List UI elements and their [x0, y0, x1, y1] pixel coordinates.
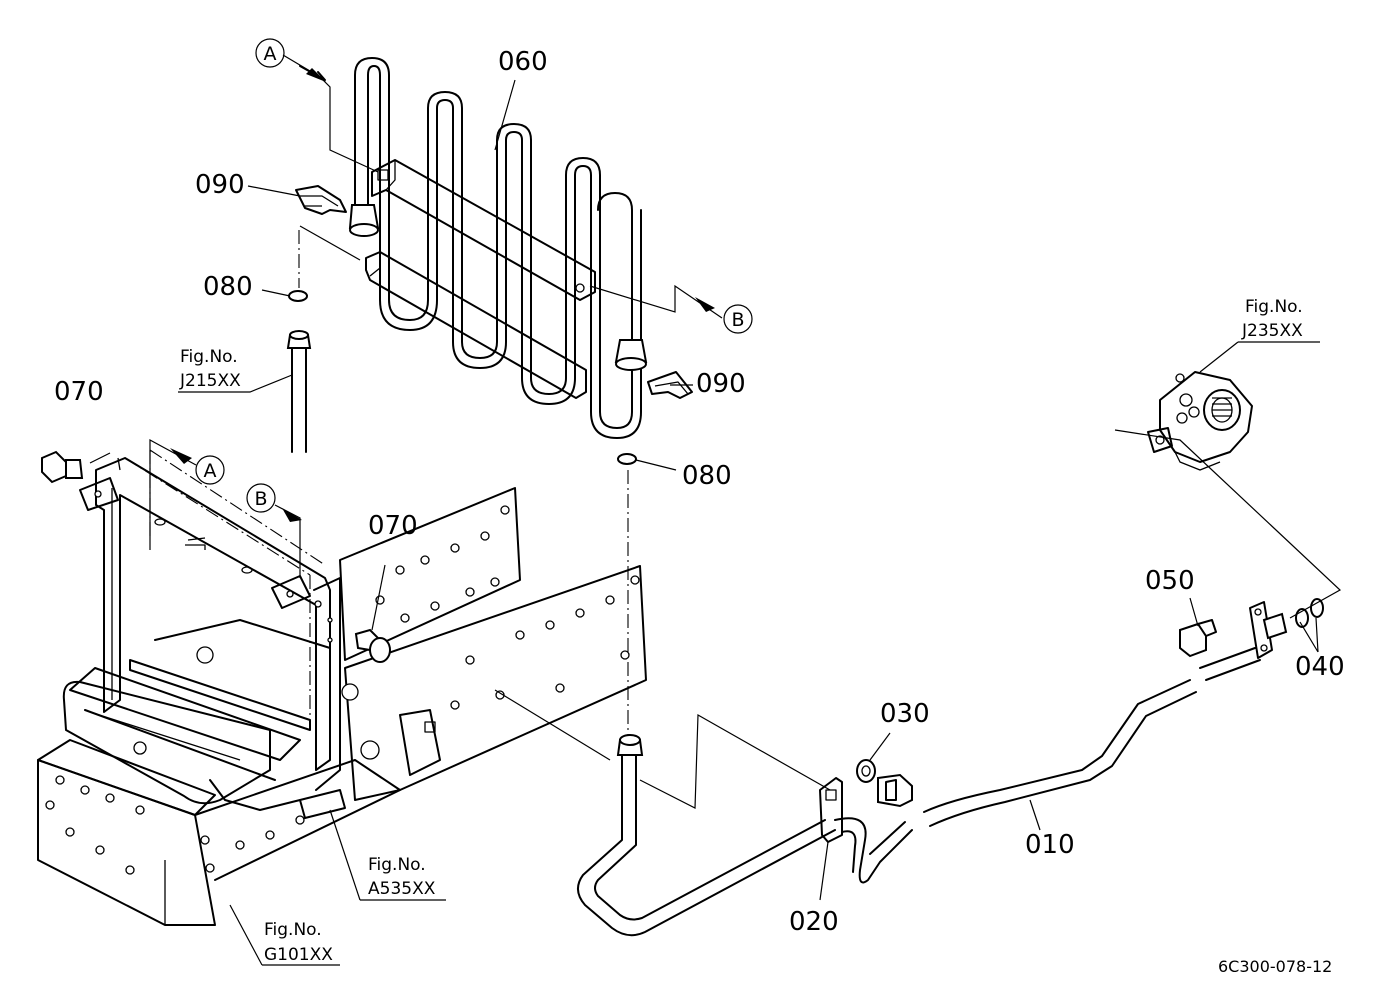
fig-ref-j235-prefix: Fig.No. — [1245, 297, 1303, 317]
fig-ref-j235: Fig.No. J235XX — [1241, 297, 1303, 341]
drawing-number: 6C300-078-12 — [1218, 957, 1332, 976]
callout-a-top-text: A — [264, 43, 277, 65]
callout-b-right-text: B — [731, 309, 744, 331]
fig-ref-j215-code: J215XX — [179, 371, 241, 391]
callout-b-frame-text: B — [254, 488, 267, 510]
oil-cooler-060 — [348, 57, 648, 439]
part-label-080-right: 080 — [682, 461, 732, 491]
fig-ref-a535-code: A535XX — [368, 879, 436, 899]
pipe-stub-j215 — [286, 330, 312, 453]
washer-030 — [856, 759, 876, 783]
part-label-040: 040 — [1295, 652, 1345, 682]
pipe-020 — [577, 734, 913, 937]
leader-lines — [89, 54, 1342, 966]
o-ring-080-right — [617, 453, 637, 465]
clip-090-right — [647, 371, 693, 399]
fitting-070-center — [354, 628, 391, 663]
fig-ref-a535-prefix: Fig.No. — [368, 855, 426, 875]
callout-b-right: B — [723, 304, 753, 334]
fig-ref-g101-prefix: Fig.No. — [264, 920, 322, 940]
bolt-030 — [877, 773, 913, 808]
radiator-frame — [37, 449, 647, 926]
callout-a-top: A — [255, 38, 285, 68]
fig-ref-j215: Fig.No. J215XX — [179, 347, 241, 391]
callout-b-frame: B — [246, 483, 276, 513]
callout-a-frame: A — [195, 455, 225, 485]
part-label-050: 050 — [1145, 566, 1195, 596]
part-label-090-left: 090 — [195, 170, 245, 200]
filter-head-j235 — [1147, 371, 1253, 471]
part-label-060: 060 — [498, 47, 548, 77]
part-label-010: 010 — [1025, 830, 1075, 860]
part-label-030: 030 — [880, 699, 930, 729]
o-ring-040-b — [1310, 598, 1324, 618]
fig-ref-j215-prefix: Fig.No. — [180, 347, 238, 367]
fitting-070-left — [41, 450, 84, 484]
part-label-070-center: 070 — [368, 511, 418, 541]
fig-ref-g101-code: G101XX — [264, 945, 333, 965]
o-ring-080-left — [288, 290, 308, 302]
part-label-090-right: 090 — [696, 369, 746, 399]
fig-ref-j235-code: J235XX — [1241, 321, 1303, 341]
part-label-070-left: 070 — [54, 377, 104, 407]
fig-ref-g101: Fig.No. G101XX — [264, 920, 333, 965]
fig-ref-a535: Fig.No. A535XX — [368, 855, 436, 899]
part-label-080-left: 080 — [203, 272, 253, 302]
clip-090-left — [295, 185, 347, 215]
pipe-010 — [923, 601, 1288, 827]
callout-a-frame-text: A — [204, 460, 217, 482]
part-label-020: 020 — [789, 907, 839, 937]
